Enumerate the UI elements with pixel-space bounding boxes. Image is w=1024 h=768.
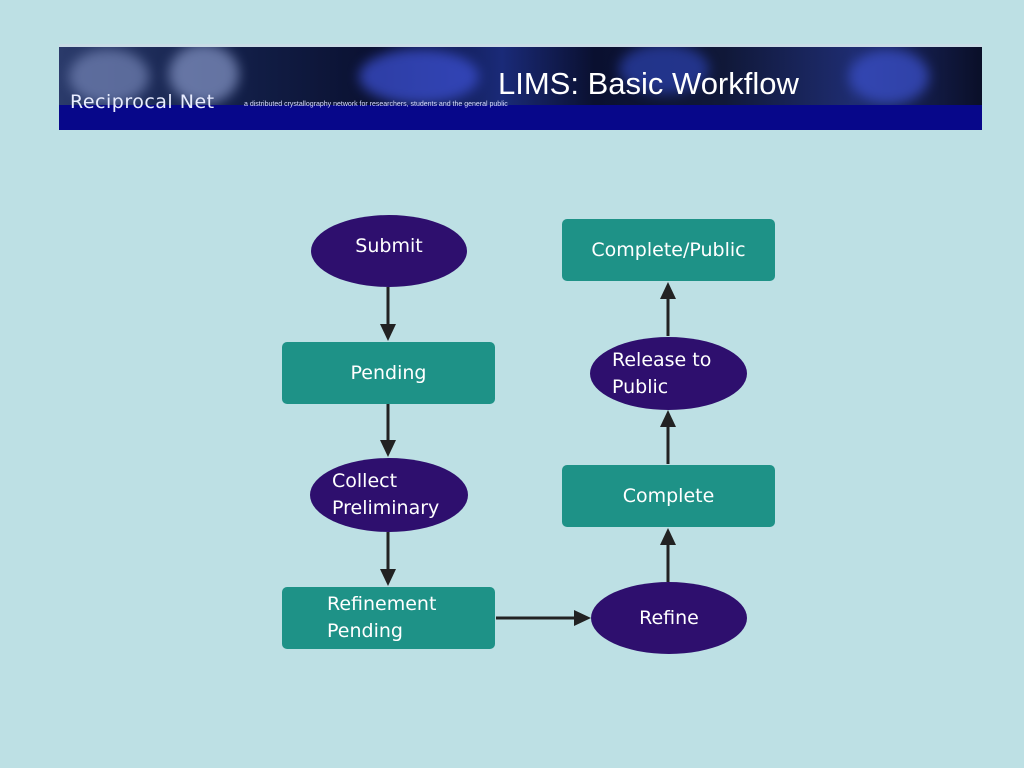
step-refine: Refine [591, 582, 747, 654]
state-complete-public: Complete/Public [562, 219, 775, 281]
arrowhead-refinement-to-refine [574, 610, 591, 626]
state-refinement-pending-label: Refinement Pending [327, 593, 437, 642]
arrowhead-pending-to-collect [380, 440, 396, 457]
step-release-to-public-label: Release to Public [612, 348, 712, 398]
state-complete-label: Complete [622, 484, 715, 507]
banner-photo-decoration [169, 44, 239, 104]
slide-title: LIMS: Basic Workflow [498, 66, 799, 101]
state-refinement-pending: Refinement Pending [282, 587, 495, 649]
banner-molecule-decoration [849, 49, 929, 104]
brand-tagline: a distributed crystallography network fo… [244, 101, 508, 108]
step-submit-label: Submit [355, 234, 423, 257]
arrowhead-complete-to-release [660, 410, 676, 427]
state-complete-public-label: Complete/Public [591, 238, 746, 261]
brand-name: Reciprocal Net [70, 91, 215, 113]
arrowhead-release-to-public [660, 282, 676, 299]
banner-photo-decoration [69, 49, 149, 104]
step-submit: Submit [311, 215, 467, 287]
arrowhead-refine-to-complete [660, 528, 676, 545]
header-banner: Reciprocal Net a distributed crystallogr… [59, 44, 982, 130]
arrowhead-submit-to-pending [380, 324, 396, 341]
banner-molecule-decoration [359, 49, 479, 104]
arrowhead-collect-to-refinement [380, 569, 396, 586]
step-refine-label: Refine [639, 606, 699, 629]
banner-photo-decoration [619, 44, 709, 94]
banner-bottom-strip [59, 105, 982, 130]
step-release-to-public: Release to Public [590, 337, 747, 410]
state-pending-label: Pending [350, 361, 427, 384]
step-collect-preliminary-label: Collect Preliminary [332, 470, 440, 519]
state-pending: Pending [282, 342, 495, 404]
state-complete: Complete [562, 465, 775, 527]
banner-top-line [59, 44, 982, 47]
step-collect-preliminary: Collect Preliminary [310, 458, 468, 532]
